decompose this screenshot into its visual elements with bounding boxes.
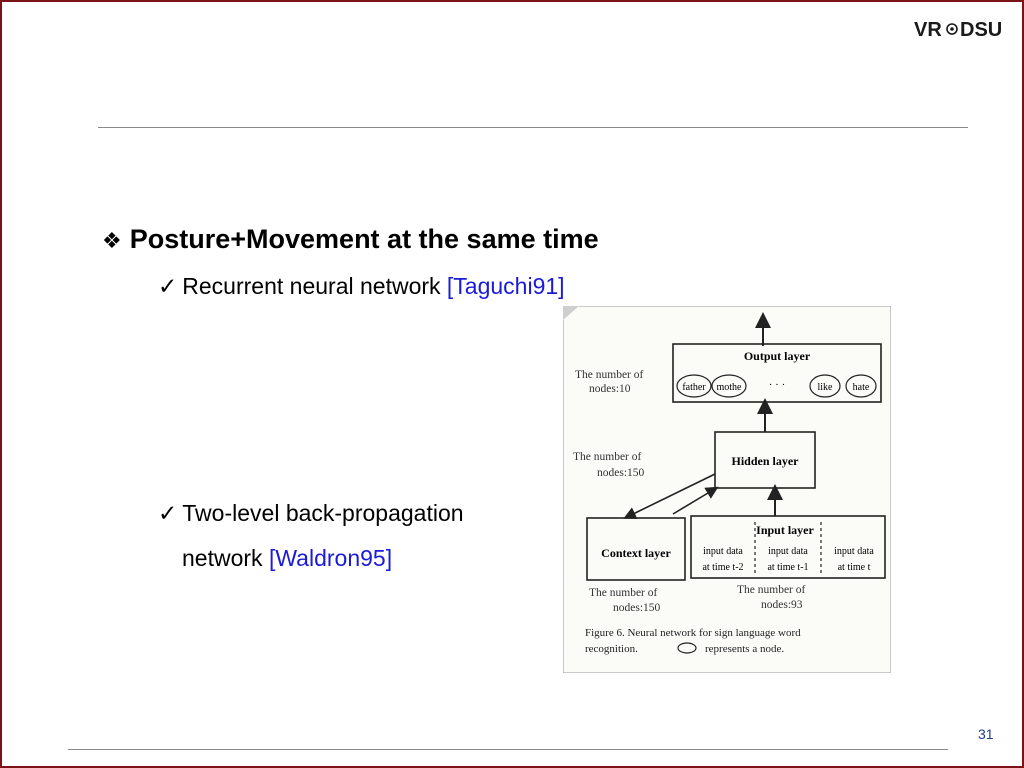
checkmark-icon: ✓ xyxy=(158,273,178,299)
input-count-line1: The number of xyxy=(737,584,806,596)
output-layer-label: Output layer xyxy=(744,349,811,363)
citation-waldron: [Waldron95] xyxy=(268,545,393,571)
logo-text-right: DSU xyxy=(960,19,1002,41)
hidden-count-line1: The number of xyxy=(573,451,642,463)
citation-taguchi: [Taguchi91] xyxy=(446,273,565,299)
sub-bullet-text: Recurrent neural network xyxy=(182,273,447,299)
input-layer-box xyxy=(690,515,886,579)
sub-bullet-text: network xyxy=(182,545,269,571)
input-layer-label: Input layer xyxy=(756,523,814,537)
bottom-divider xyxy=(68,749,948,750)
context-count-line1: The number of xyxy=(589,587,658,599)
sub-bullet-recurrent: ✓Recurrent neural network [Taguchi91] xyxy=(158,273,565,300)
output-node xyxy=(676,374,712,398)
figure-caption-line1: Figure 6. Neural network for sign langua… xyxy=(585,627,801,639)
context-count-line2: nodes:150 xyxy=(613,602,661,614)
page-number: 31 xyxy=(978,726,994,742)
input-count-line2: nodes:93 xyxy=(761,599,803,611)
input-cell-line2: at time t-2 xyxy=(702,562,743,573)
hidden-count-line2: nodes:150 xyxy=(597,467,645,479)
network-figure: Output layer father mothe · · · like hat… xyxy=(563,306,891,673)
sub-bullet-two-level: ✓Two-level back-propagation xyxy=(158,500,464,527)
output-ellipsis: · · · xyxy=(769,379,786,391)
output-node-label: father xyxy=(682,382,706,393)
context-layer-label: Context layer xyxy=(601,546,671,560)
output-node xyxy=(809,374,841,398)
context-layer-box xyxy=(586,517,686,581)
hidden-layer-label: Hidden layer xyxy=(731,454,799,468)
vr-dsu-logo: VR DSU xyxy=(914,19,1002,41)
logo-text-left: VR xyxy=(914,19,942,41)
output-node-label: hate xyxy=(853,382,870,393)
node-symbol-icon xyxy=(677,642,697,654)
input-cell-line1: input data xyxy=(703,546,743,557)
output-count-line2: nodes:10 xyxy=(589,383,631,395)
input-cell-line2: at time t xyxy=(838,562,871,573)
heading-text: Posture+Movement at the same time xyxy=(129,224,599,254)
checkmark-icon: ✓ xyxy=(158,500,178,526)
figure-caption-line2b: represents a node. xyxy=(705,643,784,655)
output-node xyxy=(711,374,747,398)
output-node-label: mothe xyxy=(717,382,743,393)
sub-bullet-text: Two-level back-propagation xyxy=(182,500,464,526)
diamond-bullet-icon: ❖ xyxy=(102,228,122,253)
output-node xyxy=(845,374,877,398)
output-node-label: like xyxy=(818,382,834,393)
sub-bullet-two-level-cont: network [Waldron95] xyxy=(182,545,392,572)
input-cell-line1: input data xyxy=(834,546,874,557)
figure-caption-line2: recognition. xyxy=(585,643,638,655)
input-cell-line2: at time t-1 xyxy=(767,562,808,573)
heading-bullet: ❖ Posture+Movement at the same time xyxy=(102,224,599,255)
hidden-layer-box xyxy=(714,431,816,489)
input-cell-line1: input data xyxy=(768,546,808,557)
output-layer-box xyxy=(672,343,882,403)
top-divider xyxy=(98,127,968,128)
output-count-line1: The number of xyxy=(575,369,644,381)
